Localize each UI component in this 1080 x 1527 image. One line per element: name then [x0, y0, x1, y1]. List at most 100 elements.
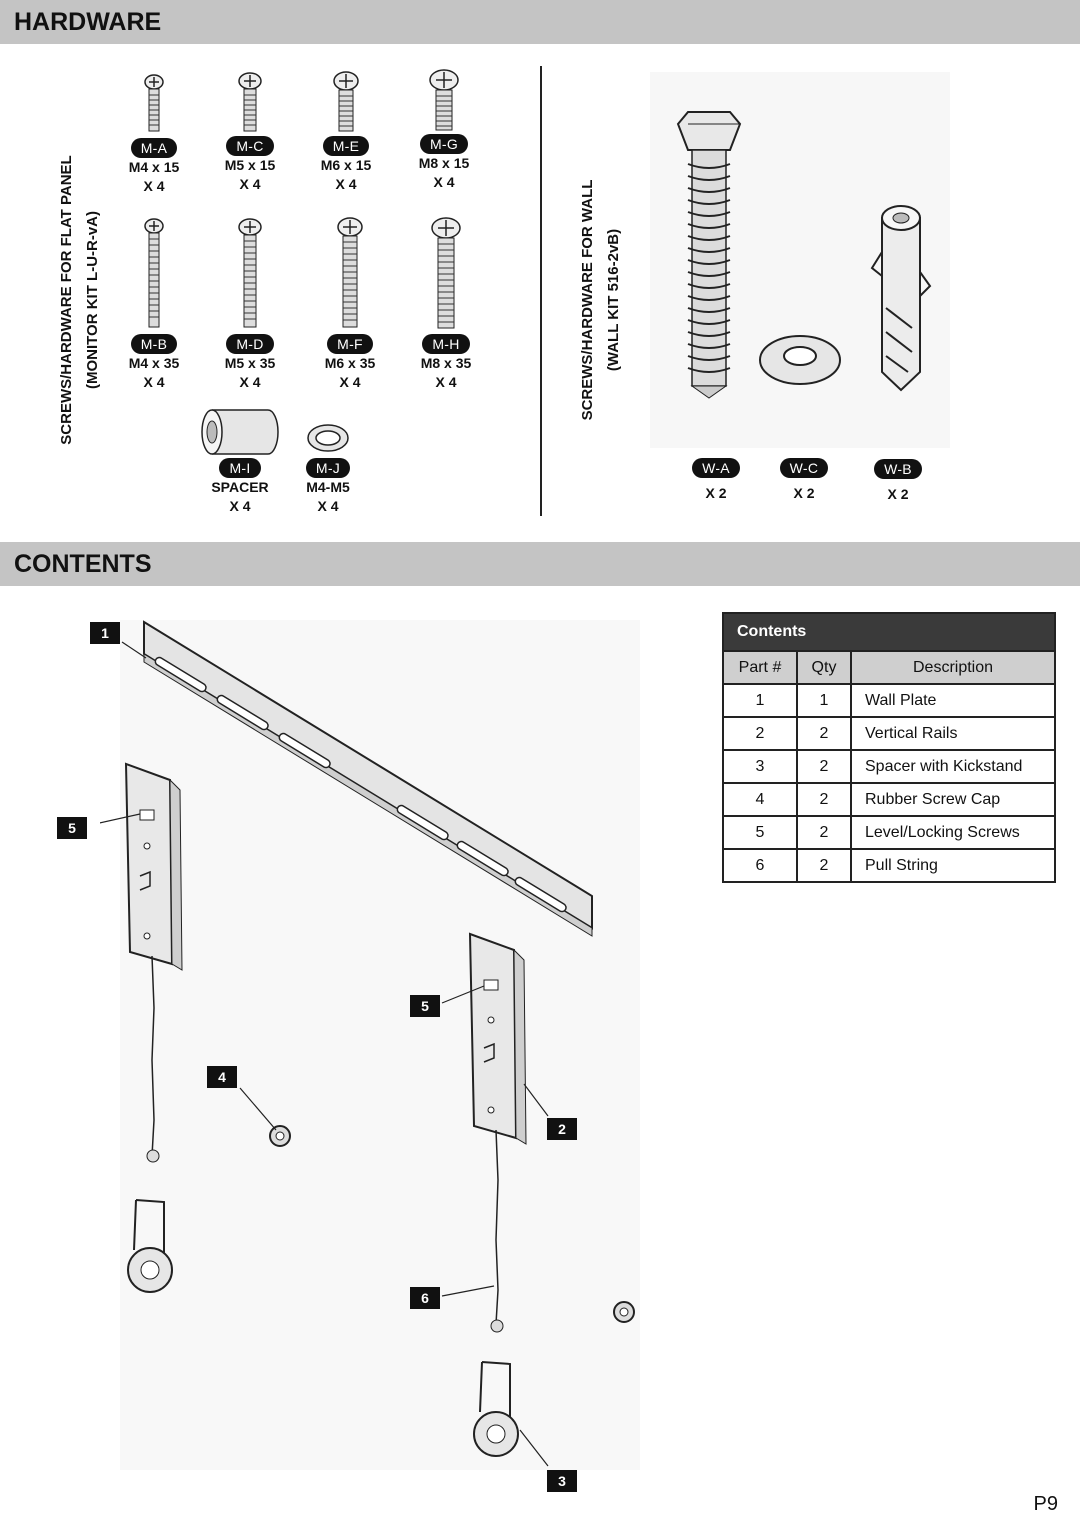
- spacer-kickstand-right-drawing: [473, 1361, 519, 1457]
- washer-icon: [759, 335, 841, 385]
- page-number: P9: [1033, 1493, 1058, 1515]
- callout-3: 3: [547, 1470, 577, 1492]
- part-id-badge: M-H: [422, 334, 470, 354]
- long-screw-icon: [238, 218, 262, 328]
- description-cell: Pull String: [850, 848, 1056, 883]
- part-spec: M8 x 15: [418, 155, 470, 171]
- contents-title: CONTENTS: [14, 550, 152, 578]
- hardware-item-w-c: W-C X 2: [754, 458, 854, 503]
- table-row: 6 2 Pull String: [722, 848, 1056, 883]
- part-id-badge: W-B: [874, 459, 922, 479]
- part-number-cell: 4: [722, 782, 798, 817]
- short-screw-icon: [429, 69, 459, 131]
- description-cell: Spacer with Kickstand: [850, 749, 1056, 784]
- long-screw-icon: [337, 217, 363, 328]
- part-spec: M8 x 35: [420, 355, 472, 371]
- hardware-title: HARDWARE: [14, 8, 162, 36]
- short-screw-icon: [333, 71, 359, 132]
- hardware-item-m-d: M-D M5 x 35 X 4: [200, 216, 300, 392]
- wall-hardware-illustration: [650, 72, 950, 448]
- part-qty: X 4: [229, 498, 251, 514]
- part-id-badge: M-D: [226, 334, 274, 354]
- description-cell: Rubber Screw Cap: [850, 782, 1056, 817]
- part-id-badge: M-A: [130, 138, 178, 158]
- part-id-badge: M-B: [130, 334, 178, 354]
- monitor-kit-label-line1: SCREWS/HARDWARE FOR FLAT PANEL: [58, 155, 75, 445]
- hardware-item-m-c: M-C M5 x 15 X 4: [200, 70, 300, 194]
- part-spec: M6 x 35: [324, 355, 376, 371]
- washer-icon: [307, 424, 349, 452]
- qty-cell: 2: [796, 815, 852, 850]
- qty-cell: 2: [796, 749, 852, 784]
- wall-kit-label: SCREWS/HARDWARE FOR WALL (WALL KIT 516-2…: [575, 150, 627, 450]
- short-screw-icon: [144, 74, 164, 132]
- part-number-cell: 2: [722, 716, 798, 751]
- table-row: 3 2 Spacer with Kickstand: [722, 749, 1056, 784]
- qty-cell: 1: [796, 683, 852, 718]
- spacer-kickstand-left-drawing: [127, 1199, 173, 1293]
- part-id-badge: M-F: [327, 334, 373, 354]
- part-number-cell: 3: [722, 749, 798, 784]
- hardware-header: HARDWARE: [0, 0, 1080, 44]
- part-qty: X 4: [435, 374, 457, 390]
- contents-table: Contents Part # Qty Description 1 1 Wall…: [722, 612, 1056, 883]
- hardware-item-m-g: M-G M8 x 15 X 4: [394, 68, 494, 192]
- qty-cell: 2: [796, 782, 852, 817]
- part-number-cell: 5: [722, 815, 798, 850]
- part-number-cell: 1: [722, 683, 798, 718]
- description-cell: Wall Plate: [850, 683, 1056, 718]
- part-qty: X 2: [705, 485, 727, 501]
- part-spec: M4 x 35: [128, 355, 180, 371]
- part-spec: M5 x 15: [224, 157, 276, 173]
- part-spec: M4 x 15: [128, 159, 180, 175]
- spacer-icon: [201, 409, 279, 455]
- qty-cell: 2: [796, 716, 852, 751]
- part-id-badge: M-G: [419, 134, 469, 154]
- part-qty: X 4: [239, 374, 261, 390]
- callout-4: 4: [207, 1066, 237, 1088]
- callout-1: 1: [90, 622, 120, 644]
- contents-header: CONTENTS: [0, 542, 1080, 586]
- qty-cell: 2: [796, 848, 852, 883]
- column-header-qty: Qty: [796, 650, 852, 685]
- part-id-badge: M-I: [219, 458, 261, 478]
- part-id-badge: M-J: [305, 458, 351, 478]
- hardware-item-m-h: M-H M8 x 35 X 4: [396, 216, 496, 392]
- part-qty: X 2: [887, 486, 909, 502]
- table-row: 5 2 Level/Locking Screws: [722, 815, 1056, 850]
- table-row: 4 2 Rubber Screw Cap: [722, 782, 1056, 817]
- long-screw-icon: [144, 218, 164, 328]
- part-id-badge: M-C: [226, 136, 274, 156]
- monitor-kit-label-line2: (MONITOR KIT L-U-R-vA): [84, 210, 101, 390]
- part-spec: M6 x 15: [320, 157, 372, 173]
- rubber-screw-cap-right-drawing: [613, 1301, 635, 1323]
- contents-illustration: [100, 620, 640, 1470]
- column-header-description: Description: [850, 650, 1056, 685]
- callout-5: 5: [57, 817, 87, 839]
- section-divider: [540, 66, 542, 516]
- lag-bolt-icon: [676, 111, 742, 399]
- part-qty: X 4: [143, 178, 165, 194]
- table-row: 2 2 Vertical Rails: [722, 716, 1056, 751]
- short-screw-icon: [238, 72, 262, 132]
- hardware-item-m-f: M-F M6 x 35 X 4: [300, 216, 400, 392]
- part-qty: X 4: [239, 176, 261, 192]
- long-screw-icon: [431, 217, 461, 329]
- table-row: 1 1 Wall Plate: [722, 683, 1056, 718]
- wall-kit-label-line1: SCREWS/HARDWARE FOR WALL: [579, 179, 596, 421]
- part-spec: SPACER: [211, 479, 269, 495]
- part-spec: M5 x 35: [224, 355, 276, 371]
- part-spec: M4-M5: [306, 479, 350, 495]
- hardware-item-w-b: W-B X 2: [848, 459, 948, 504]
- part-qty: X 4: [339, 374, 361, 390]
- wall-anchor-icon: [870, 205, 932, 392]
- column-header-part: Part #: [722, 650, 798, 685]
- wall-kit-label-line2: (WALL KIT 516-2vB): [605, 228, 622, 372]
- hardware-item-w-a: W-A X 2: [666, 458, 766, 503]
- description-cell: Vertical Rails: [850, 716, 1056, 751]
- part-number-cell: 6: [722, 848, 798, 883]
- part-id-badge: W-A: [692, 458, 740, 478]
- part-qty: X 4: [143, 374, 165, 390]
- callout-5: 5: [410, 995, 440, 1017]
- vertical-rail-right-drawing: [468, 932, 527, 1333]
